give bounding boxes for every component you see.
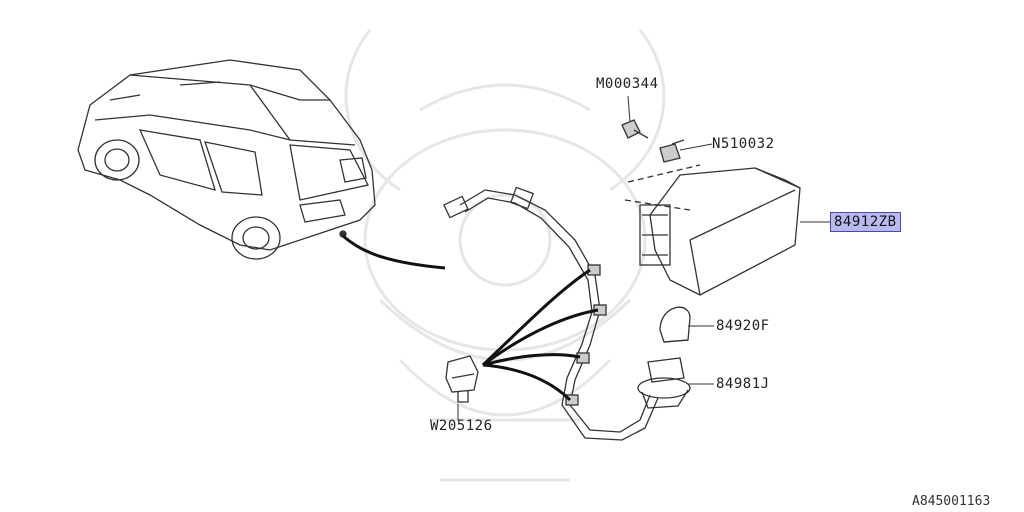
figure-reference: A845001163: [912, 494, 991, 509]
part-label-bulb[interactable]: 84920F: [716, 318, 770, 334]
wiring-harness: [443, 186, 659, 441]
label-leader-lines: [457, 95, 830, 420]
vehicle-leader-line: [342, 234, 446, 270]
vehicle-illustration: [77, 59, 376, 260]
rear-fog-lamp-part: [624, 164, 801, 296]
part-label-screw[interactable]: M000344: [596, 76, 659, 92]
part-label-harness-clip[interactable]: W205126: [430, 418, 493, 434]
screw-part: [621, 119, 649, 139]
clip-pointer-lines: [481, 268, 599, 402]
clip-nut-part: [659, 139, 685, 163]
part-label-socket[interactable]: 84981J: [716, 376, 770, 392]
bulb-part: [659, 306, 691, 343]
watermark-emblem: [344, 29, 666, 482]
part-label-lamp-assy[interactable]: 84912ZB: [830, 212, 901, 232]
part-label-clip-nut[interactable]: N510032: [712, 136, 775, 152]
socket-part: [637, 357, 691, 409]
harness-clip-part: [445, 355, 479, 403]
